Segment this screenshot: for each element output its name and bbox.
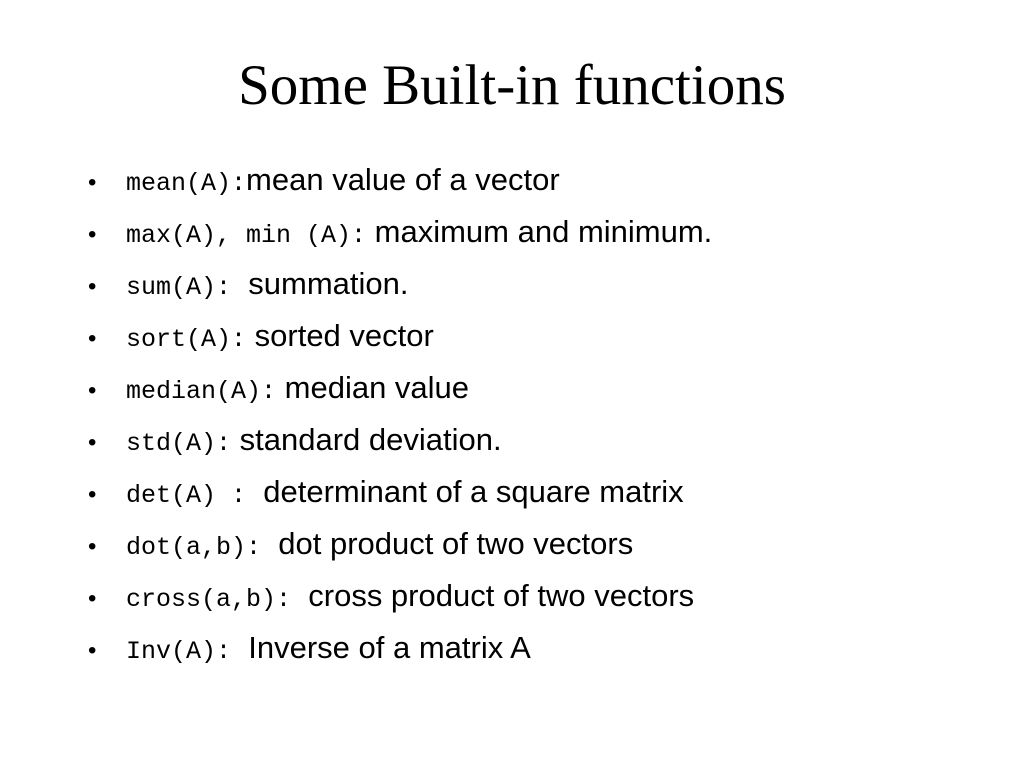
list-item: • cross(a,b): cross product of two vecto… <box>88 570 712 622</box>
function-description: summation. <box>231 266 409 301</box>
list-item: • dot(a,b): dot product of two vectors <box>88 518 712 570</box>
function-description: determinant of a square matrix <box>246 474 684 509</box>
function-code: sort(A): <box>126 325 247 354</box>
bullet-icon: • <box>88 481 97 508</box>
function-description: Inverse of a matrix A <box>231 630 531 665</box>
function-code: std(A): <box>126 429 232 458</box>
function-code: sum(A): <box>126 273 232 302</box>
function-code: mean(A): <box>126 169 247 198</box>
function-description: standard deviation. <box>231 422 502 457</box>
list-item: • Inv(A): Inverse of a matrix A <box>88 622 712 674</box>
bullet-icon: • <box>88 637 97 664</box>
function-description: dot product of two vectors <box>261 526 634 561</box>
bullet-icon: • <box>88 429 97 456</box>
function-code: det(A) : <box>126 481 247 510</box>
function-code: median(A): <box>126 377 277 406</box>
function-description: cross product of two vectors <box>291 578 695 613</box>
bullet-icon: • <box>88 377 97 404</box>
function-code: Inv(A): <box>126 637 232 666</box>
list-item: • std(A): standard deviation. <box>88 414 712 466</box>
bullet-list: • mean(A): mean value of a vector • max(… <box>88 154 712 674</box>
list-item: • mean(A): mean value of a vector <box>88 154 712 206</box>
slide-title: Some Built-in functions <box>238 54 786 117</box>
function-code: cross(a,b): <box>126 585 292 614</box>
bullet-icon: • <box>88 273 97 300</box>
list-item: • sort(A): sorted vector <box>88 310 712 362</box>
bullet-icon: • <box>88 325 97 352</box>
function-description: median value <box>276 370 470 405</box>
list-item: • det(A) : determinant of a square matri… <box>88 466 712 518</box>
function-code: max(A), min (A): <box>126 221 367 250</box>
function-description: mean value of a vector <box>246 162 560 197</box>
function-code: dot(a,b): <box>126 533 262 562</box>
list-item: • max(A), min (A): maximum and minimum. <box>88 206 712 258</box>
bullet-icon: • <box>88 169 97 196</box>
bullet-icon: • <box>88 533 97 560</box>
bullet-icon: • <box>88 585 97 612</box>
function-description: sorted vector <box>246 318 434 353</box>
list-item: • median(A): median value <box>88 362 712 414</box>
list-item: • sum(A): summation. <box>88 258 712 310</box>
bullet-icon: • <box>88 221 97 248</box>
function-description: maximum and minimum. <box>366 214 713 249</box>
